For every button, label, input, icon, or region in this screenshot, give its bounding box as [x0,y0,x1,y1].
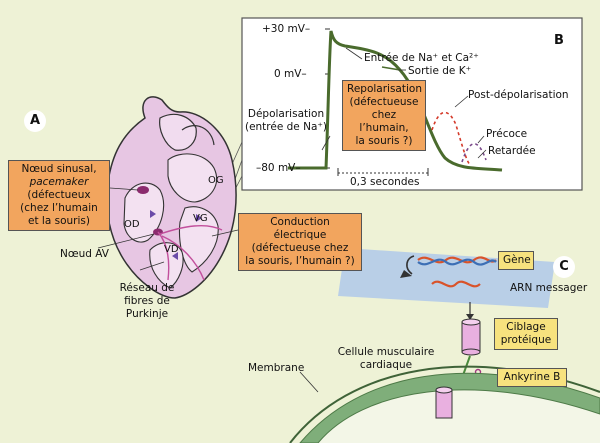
action-potential-trace [288,30,503,172]
sinus-box-line-3: (défectueux [27,189,91,201]
sinus-box-line-2: pacemaker [29,176,89,188]
dna-strand-1 [417,256,497,264]
transcription-arrow [406,255,415,275]
leader-precoce [477,135,485,144]
label-retardee: Retardée [488,145,536,157]
membrane-channel-top [435,386,453,394]
conduction-box-line-2: (défectueuse chez [251,242,349,254]
membrane-channel [435,389,453,419]
repol-line-2: (défectueuse [349,96,419,108]
leader-av [97,233,155,249]
leader-purkinje [139,261,165,271]
cellule-line-2: cardiaque [359,359,413,371]
gene-tag: Gène [498,251,534,270]
sinus-node [137,186,149,194]
protein-cylinder-top [461,318,481,326]
label-od: OD [124,219,140,230]
y-label-top: +30 mV– [262,23,311,35]
purkinje-line-3: Purkinje [125,308,169,320]
depol-line-1: Dépolarisation [247,108,325,120]
conduction-arrow-1 [150,210,156,218]
depol-line-2: (entrée de Na⁺) [244,121,328,133]
sinus-box-line-1: Nœud sinusal, [21,163,97,175]
conduction-box-line-3: la souris, l’humain ?) [245,255,355,267]
chamber-vd [149,242,184,289]
label-precoce: Précoce [486,128,528,140]
leader-conduction [211,229,239,237]
panel-label-a: A [24,110,46,132]
label-arn-messager: ARN messager [510,282,588,294]
ciblage-line-2: protéique [500,334,552,346]
early-afterdepolarization [431,111,471,166]
k-exit-marker [381,66,401,71]
leader-post [454,95,469,108]
label-sortie: Sortie de K⁺ [408,65,472,77]
conduction-box-line-1: Conduction électrique [270,216,330,241]
purkinje-network [157,225,223,281]
dna-strand-2 [417,258,497,266]
repol-line-4: la souris ?) [355,135,413,147]
conduction-box: Conduction électrique (défectueuse chez … [238,213,362,271]
leader-membrane [299,371,319,393]
label-entree: Entrée de Na⁺ et Ca²⁺ [364,52,479,64]
label-og: OG [208,175,224,186]
sinus-node-box: Nœud sinusal, pacemaker (défectueux (che… [8,160,110,231]
y-label-zero: 0 mV– [274,68,307,80]
leader-depol [321,135,331,151]
conduction-arrow-2 [196,214,202,222]
cellule-line-1: Cellule musculaire [337,346,435,358]
label-time-scale: 0,3 secondes [350,176,420,188]
leader-sinus [109,187,139,191]
arrowhead-ciblage [466,314,474,320]
panel-label-c: C [553,256,575,278]
label-purkinje: Réseau de fibres de Purkinje [112,282,182,321]
chamber-od [123,182,165,243]
transcription-arrowhead [400,270,412,278]
label-noeud-av: Nœud AV [60,248,109,260]
y-label-bottom: –80 mV– [256,162,301,174]
purkinje-line-2: fibres de [124,295,170,307]
leader-entree [345,47,363,60]
aorta [159,113,197,151]
sinus-box-line-4: (chez l’humain [20,202,98,214]
membrane-band [299,372,600,443]
delayed-afterdepolarization [461,142,487,163]
protein-cylinder [461,321,481,353]
sinus-box-line-5: et la souris) [28,215,90,227]
repolarisation-box: Repolarisation (défectueuse chez l’humai… [342,80,426,151]
label-vd: VD [164,244,179,255]
chamber-og [167,153,218,203]
protein-cylinder-bottom [461,348,481,356]
label-cellule: Cellule musculaire cardiaque [336,346,436,372]
label-depolarisation: Dépolarisation (entrée de Na⁺) [244,108,328,134]
label-post-depolarisation: Post-dépolarisation [468,89,569,101]
label-membrane: Membrane [248,362,305,374]
vessel [181,125,215,146]
label-vg: VG [193,213,208,224]
conduction-arrow-3 [172,252,178,260]
ciblage-tag: Ciblage protéique [494,318,558,350]
purkinje-line-1: Réseau de [119,282,175,294]
ciblage-line-1: Ciblage [506,321,546,333]
mrna [431,280,481,288]
repol-line-3: chez l’humain, [359,109,409,134]
repol-line-1: Repolarisation [347,83,422,95]
ankyrine-tag: Ankyrine B [497,368,567,387]
leader-retardee [477,149,487,159]
panel-label-b: B [554,33,564,48]
